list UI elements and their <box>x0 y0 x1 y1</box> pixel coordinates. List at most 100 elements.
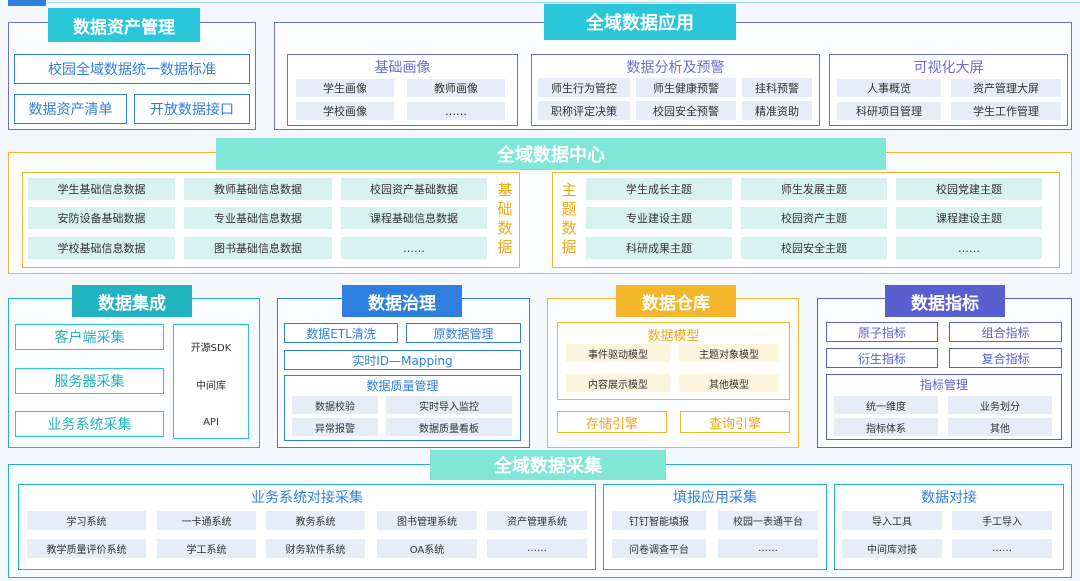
analysis-item[interactable]: 师生健康预警 <box>636 78 736 97</box>
model-item[interactable]: 内容展示模型 <box>566 374 670 392</box>
portrait-item[interactable]: 教师画像 <box>407 79 505 97</box>
collect-item[interactable]: 客户端采集 <box>15 324 164 350</box>
analysis-item[interactable]: 挂科预警 <box>742 78 812 97</box>
complex-indicator[interactable]: 复合指标 <box>949 348 1062 368</box>
corner-tab <box>8 0 46 6</box>
indicator-mgmt-item[interactable]: 统一维度 <box>834 396 938 414</box>
asset-mgmt-title: 数据资产管理 <box>48 8 200 42</box>
biz-item[interactable]: …… <box>487 539 587 558</box>
biz-item[interactable]: 图书管理系统 <box>377 511 477 530</box>
basic-data-item[interactable]: 安防设备基础数据 <box>28 207 175 229</box>
dock-item[interactable]: 导入工具 <box>842 511 942 530</box>
topic-data-item[interactable]: 校园党建主题 <box>896 178 1042 200</box>
integration-title: 数据集成 <box>72 285 192 317</box>
portrait-item[interactable]: 学校画像 <box>296 102 394 120</box>
screen-item[interactable]: 资产管理大屏 <box>951 79 1061 97</box>
fill-item[interactable]: 问卷调查平台 <box>612 539 706 558</box>
atomic-indicator[interactable]: 原子指标 <box>826 322 938 342</box>
screen-item[interactable]: 科研项目管理 <box>837 102 941 120</box>
basic-data-item[interactable]: 图书基础信息数据 <box>184 237 332 259</box>
metadata-mgmt[interactable]: 原数据管理 <box>406 323 521 343</box>
storage-engine[interactable]: 存储引擎 <box>557 411 667 433</box>
basic-data-label: 基础数据 <box>495 182 514 258</box>
screen-item[interactable]: 人事概览 <box>837 79 941 97</box>
collection-title: 全域数据采集 <box>430 450 666 480</box>
topic-data-item[interactable]: 师生发展主题 <box>741 178 887 200</box>
topic-data-item[interactable]: 科研成果主题 <box>586 237 732 259</box>
fill-title: 填报应用采集 <box>673 490 757 506</box>
biz-item[interactable]: 学工系统 <box>157 539 256 558</box>
indicator-mgmt-title: 指标管理 <box>919 377 968 392</box>
analysis-item[interactable]: 校园安全预警 <box>636 101 736 120</box>
top-border <box>48 2 1080 3</box>
model-item[interactable]: 主题对象模型 <box>679 344 779 362</box>
topic-data-item[interactable]: 专业建设主题 <box>586 207 732 229</box>
dock-item[interactable]: …… <box>952 539 1052 558</box>
topic-data-item[interactable]: …… <box>896 237 1042 259</box>
portrait-title: 基础画像 <box>374 60 431 76</box>
indicator-mgmt-item[interactable]: 指标体系 <box>834 418 938 436</box>
basic-data-item[interactable]: 教师基础信息数据 <box>184 178 332 200</box>
model-item[interactable]: 其他模型 <box>679 374 779 392</box>
model-item[interactable]: 事件驱动模型 <box>566 344 670 362</box>
fill-item[interactable]: 钉钉智能填报 <box>612 511 706 530</box>
topic-data-item[interactable]: 课程建设主题 <box>896 207 1042 229</box>
quality-item[interactable]: 异常报警 <box>292 418 378 436</box>
portrait-item[interactable]: …… <box>407 102 505 120</box>
quality-item[interactable]: 数据质量看板 <box>386 418 512 436</box>
fill-item[interactable]: …… <box>718 539 818 558</box>
quality-title: 数据质量管理 <box>366 378 439 393</box>
derived-indicator[interactable]: 衍生指标 <box>826 348 938 368</box>
governance-title: 数据治理 <box>342 285 462 317</box>
unified-standard[interactable]: 校园全域数据统一数据标准 <box>14 54 250 84</box>
composite-indicator[interactable]: 组合指标 <box>949 322 1062 342</box>
biz-item[interactable]: 一卡通系统 <box>157 511 256 530</box>
dock-item[interactable]: 手工导入 <box>952 511 1052 530</box>
biz-title: 业务系统对接采集 <box>251 490 363 506</box>
open-data-api[interactable]: 开放数据接口 <box>134 94 250 124</box>
asset-inventory[interactable]: 数据资产清单 <box>14 94 127 124</box>
topic-data-item[interactable]: 校园资产主题 <box>741 207 887 229</box>
app-title: 全域数据应用 <box>544 4 736 40</box>
biz-item[interactable]: OA系统 <box>377 539 477 558</box>
basic-data-item[interactable]: …… <box>341 237 487 259</box>
screen-item[interactable]: 学生工作管理 <box>951 102 1061 120</box>
portrait-item[interactable]: 学生画像 <box>296 79 394 97</box>
id-mapping[interactable]: 实时ID—Mapping <box>284 350 521 370</box>
dock-title: 数据对接 <box>921 490 977 506</box>
fill-item[interactable]: 校园一表通平台 <box>718 511 818 530</box>
basic-data-item[interactable]: 校园资产基础数据 <box>341 178 487 200</box>
analysis-item[interactable]: 精准资助 <box>742 101 812 120</box>
indicator-mgmt-item[interactable]: 其他 <box>948 418 1052 436</box>
dock-item[interactable]: 中间库对接 <box>842 539 942 558</box>
basic-data-item[interactable]: 课程基础信息数据 <box>341 207 487 229</box>
basic-data-item[interactable]: 学生基础信息数据 <box>28 178 175 200</box>
biz-item[interactable]: 学习系统 <box>27 511 146 530</box>
quality-item[interactable]: 实时导入监控 <box>386 396 512 414</box>
etl-cleaning[interactable]: 数据ETL清洗 <box>284 323 398 343</box>
collect-item[interactable]: 服务器采集 <box>15 368 164 394</box>
analysis-item[interactable]: 师生行为管控 <box>538 78 630 97</box>
basic-data-item[interactable]: 专业基础信息数据 <box>184 207 332 229</box>
collect-item[interactable]: 业务系统采集 <box>15 411 164 437</box>
integration-tools-box <box>173 324 249 439</box>
biz-item[interactable]: 资产管理系统 <box>487 511 587 530</box>
quality-item[interactable]: 数据校验 <box>292 396 378 414</box>
biz-item[interactable]: 教学质量评价系统 <box>27 539 146 558</box>
indicator-title: 数据指标 <box>885 285 1005 317</box>
screen-title: 可视化大屏 <box>913 60 984 76</box>
analysis-item[interactable]: 职称评定决策 <box>538 101 630 120</box>
biz-item[interactable]: 教务系统 <box>266 511 365 530</box>
indicator-mgmt-item[interactable]: 业务划分 <box>948 396 1052 414</box>
topic-data-item[interactable]: 校园安全主题 <box>741 237 887 259</box>
tool-item[interactable]: 开源SDK <box>190 342 232 354</box>
tool-item[interactable]: 中间库 <box>196 380 226 392</box>
center-title: 全域数据中心 <box>216 138 886 170</box>
tool-item[interactable]: API <box>203 416 219 428</box>
topic-data-item[interactable]: 学生成长主题 <box>586 178 732 200</box>
analysis-title: 数据分析及预警 <box>626 60 725 76</box>
query-engine[interactable]: 查询引擎 <box>680 411 790 433</box>
biz-item[interactable]: 财务软件系统 <box>266 539 365 558</box>
basic-data-item[interactable]: 学校基础信息数据 <box>28 237 175 259</box>
warehouse-title: 数据仓库 <box>616 285 736 317</box>
